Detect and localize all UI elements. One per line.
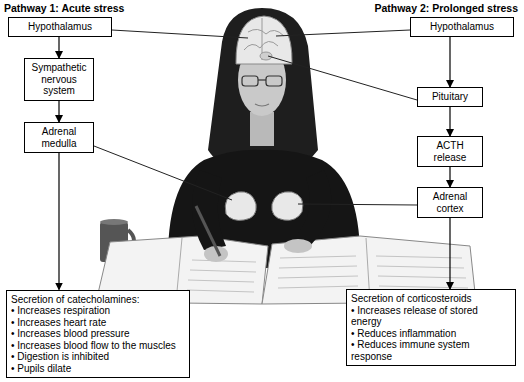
flow-arrow [58,153,59,290]
box-text: Hypothalamus [415,21,509,33]
box-text: ACTH release [422,140,478,163]
process-box: Pituitary [417,87,483,107]
box-text: Sympathetic nervous system [29,62,89,97]
box-text: Pituitary [422,91,478,103]
effect-item: • Increases blood flow to the muscles [11,340,185,352]
flow-arrow [58,101,59,123]
effect-item: • Reduces immune system response [351,339,511,362]
process-box: Adrenal cortex [417,187,483,218]
effect-item: • Increases respiration [11,305,185,317]
box-text: Hypothalamus [13,21,107,33]
process-box: ACTH release [417,136,483,167]
box-text: Adrenal cortex [422,191,478,214]
hypothalamus-box: Hypothalamus [410,17,514,37]
effect-item: • Increases heart rate [11,317,185,329]
process-box: Adrenal medulla [24,122,94,153]
flow-arrow [449,37,450,88]
effects-box: Secretion of catecholamines:• Increases … [6,290,190,379]
effect-item: • Increases blood pressure [11,328,185,340]
effect-item: • Pupils dilate [11,363,185,375]
hypothalamus-box: Hypothalamus [8,17,112,37]
pathway-heading: Pathway 2: Prolonged stress [374,2,518,14]
box-text: Secretion of corticosteroids [351,293,511,305]
box-text: Adrenal medulla [29,126,89,149]
pathway-heading: Pathway 1: Acute stress [4,2,124,14]
flow-arrow [58,37,59,59]
effect-item: • Reduces inflammation [351,328,511,340]
flow-arrow [449,107,450,137]
effect-item: • Digestion is inhibited [11,351,185,363]
effects-box: Secretion of corticosteroids• Increases … [346,289,516,366]
flow-arrow [449,218,450,289]
process-box: Sympathetic nervous system [24,58,94,101]
effect-item: • Increases release of stored energy [351,305,511,328]
flow-arrow [449,167,450,187]
box-text: Secretion of catecholamines: [11,294,185,306]
